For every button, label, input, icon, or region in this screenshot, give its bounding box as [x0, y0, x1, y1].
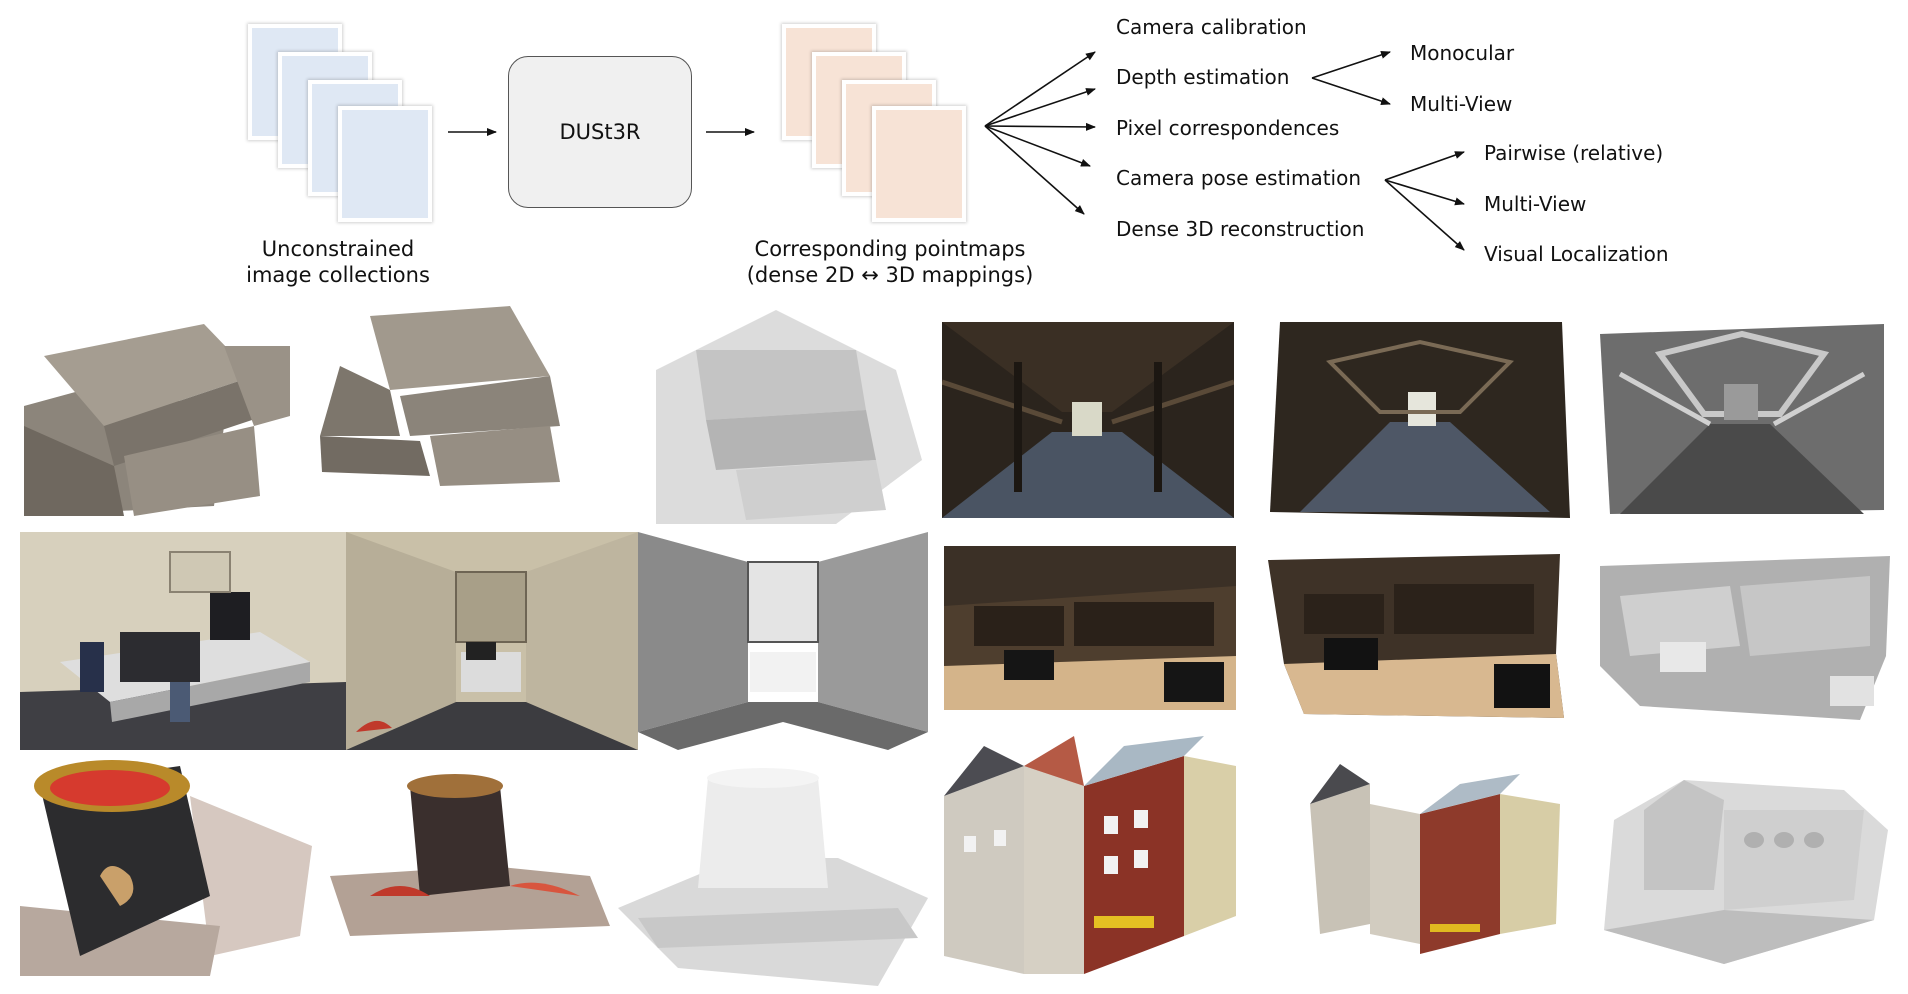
bridge-colored-reconstruction: [1270, 322, 1572, 518]
bricks-shaded-reconstruction: [636, 310, 922, 524]
auditorium-colored-reconstruction: [1264, 554, 1564, 718]
auditorium-shaded-reconstruction: [1600, 556, 1890, 720]
input-caption-line-2: image collections: [246, 263, 430, 287]
subtask-depth-multi-view: Multi-View: [1410, 92, 1513, 116]
bridge-shaded-reconstruction: [1600, 324, 1884, 514]
task-pixel-correspondences: Pixel correspondences: [1116, 116, 1340, 140]
output-caption-line-2: (dense 2D ↔ 3D mappings): [746, 263, 1034, 287]
input-frame: [338, 106, 432, 222]
model-label: DUSt3R: [559, 120, 641, 144]
town-shaded-reconstruction: [1604, 770, 1888, 964]
auditorium-input-image: [944, 546, 1236, 710]
pot-input-image: [20, 756, 312, 976]
bricks-input-image: [24, 316, 290, 516]
office-colored-reconstruction: [346, 532, 638, 750]
subtask-pairwise-relative: Pairwise (relative): [1484, 141, 1664, 165]
dust3r-model-box: DUSt3R: [508, 56, 692, 208]
pose-subtask-arrows: [1384, 151, 1465, 251]
town-input-image: [944, 726, 1236, 974]
output-caption-line-1: Corresponding pointmaps: [754, 237, 1026, 261]
bridge-input-image: [942, 322, 1234, 518]
subtask-pose-multi-view: Multi-View: [1484, 192, 1587, 216]
pot-colored-reconstruction: [330, 766, 614, 936]
input-caption-line-1: Unconstrained: [261, 237, 415, 261]
office-input-image: [20, 532, 346, 750]
task-dense-3d-reconstruction: Dense 3D reconstruction: [1116, 217, 1365, 241]
subtask-monocular: Monocular: [1410, 41, 1515, 65]
subtask-visual-localization: Visual Localization: [1484, 242, 1669, 266]
task-fan-arrows: [984, 51, 1096, 215]
town-colored-reconstruction: [1300, 764, 1582, 960]
pipeline-arrows: [448, 51, 1465, 251]
bricks-colored-reconstruction: [310, 306, 590, 496]
depth-subtask-arrows: [1311, 51, 1391, 105]
output-caption: Corresponding pointmaps (dense 2D ↔ 3D m…: [720, 236, 1060, 288]
office-shaded-reconstruction: [638, 532, 928, 750]
task-depth-estimation: Depth estimation: [1116, 65, 1290, 89]
input-caption: Unconstrained image collections: [228, 236, 448, 288]
task-camera-pose-estimation: Camera pose estimation: [1116, 166, 1362, 190]
task-camera-calibration: Camera calibration: [1116, 15, 1307, 39]
pot-shaded-reconstruction: [618, 768, 928, 986]
pointmap-frame: [872, 106, 966, 222]
